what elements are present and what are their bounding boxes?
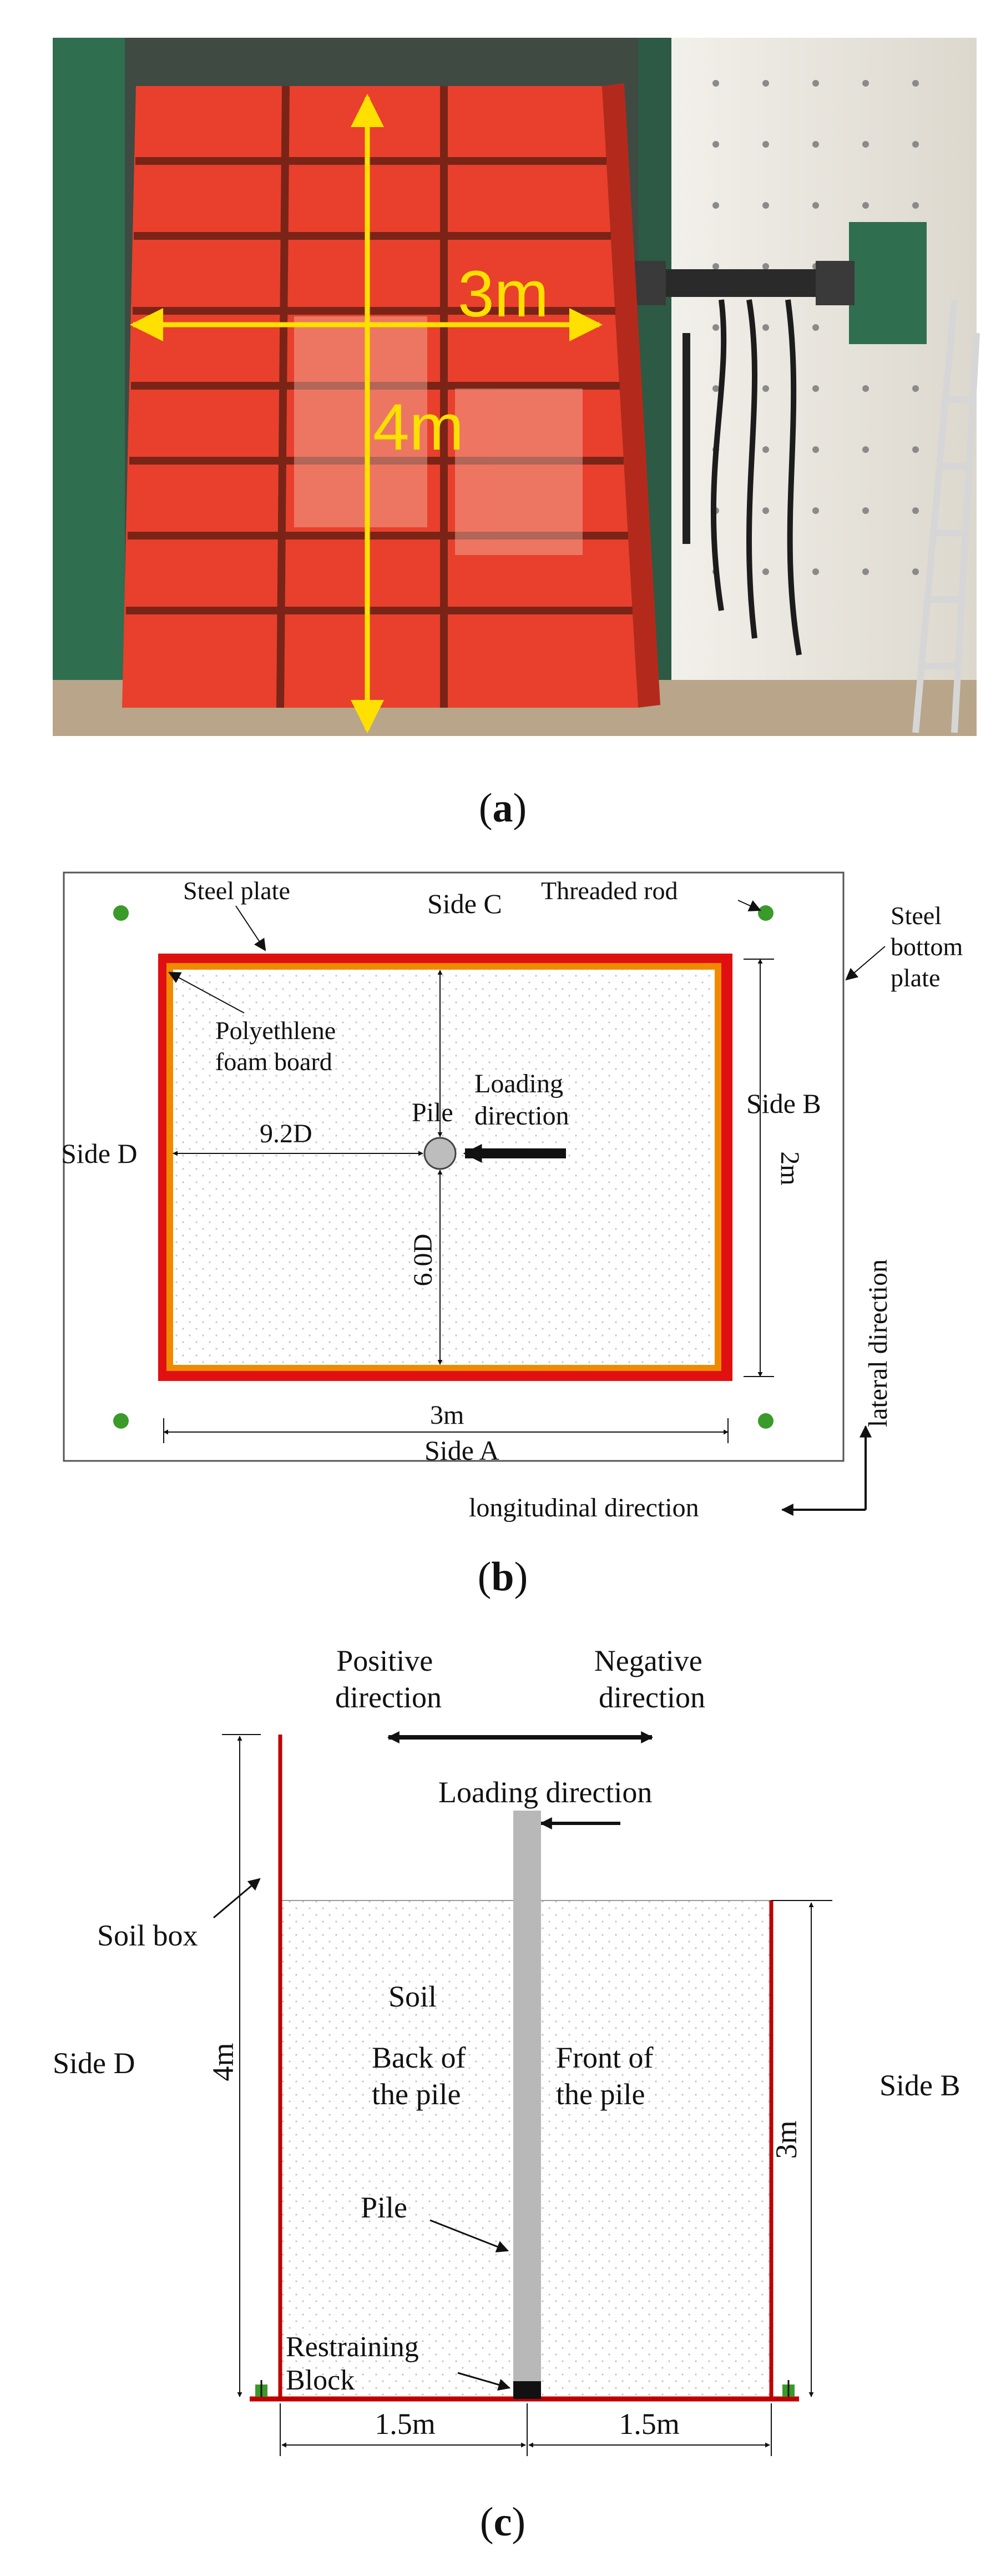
label-longitudinal-direction: longitudinal direction [469,1493,699,1523]
label-side-d-plan: Side D [61,1138,138,1169]
dim-label-3m: 3m [458,258,549,331]
label-side-a: Side A [424,1435,499,1466]
leader-steel-bottom-plate [845,946,886,981]
label-soil-box: Soil box [97,1919,198,1952]
label-lateral-direction: lateral direction [863,1259,893,1428]
label-front-of-pile: Front of the pile [556,2041,661,2111]
leader-pile-section [429,2219,509,2252]
ladder [912,299,980,733]
pile-plan [423,1137,457,1170]
dim-2m-label: 2m [775,1151,805,1185]
dim-4m-label: 4m [206,2043,240,2081]
anchor-bolt-right [782,2380,795,2397]
dim-label-4m: 4m [373,391,464,464]
label-steel-plate: Steel plate [183,876,290,905]
label-foam-board: Polyethlene foam board [215,1016,342,1076]
label-side-b-section: Side B [879,2069,960,2102]
leader-threaded-rod [737,900,762,911]
label-back-of-pile: Back of the pile [372,2041,473,2111]
label-negative-direction: Negative direction [594,1644,710,1714]
threaded-rod-tl [113,905,129,921]
label-loading-direction-section: Loading direction [438,1776,652,1809]
label-side-d-section: Side D [53,2046,135,2080]
dim-60d-label: 6.0D [408,1234,438,1287]
label-pile-section: Pile [361,2191,407,2224]
label-soil: Soil [388,1980,437,2013]
caption-a: (a) [479,785,527,831]
threaded-rod-br [758,1413,774,1429]
panel-b: Steel plate Side C Threaded rod Steel bo… [61,871,969,1600]
leader-soil-box [213,1878,261,1919]
label-threaded-rod: Threaded rod [541,876,678,905]
leader-foam-board [168,971,245,1014]
steel-frame-left [53,38,125,736]
threaded-rod-bl [113,1413,129,1429]
label-positive-direction: Positive direction [335,1644,442,1714]
pile-section [513,1811,541,2399]
label-loading-direction-plan: Loading direction [474,1069,570,1131]
dim-3m-section-label: 3m [770,2120,803,2159]
leader-restraining-block [457,2372,511,2391]
label-steel-bottom-plate: Steel bottom plate [891,901,969,992]
label-restraining-block: Restraining Block [286,2331,426,2396]
anchor-bolt-left [255,2380,267,2397]
panel-a: 3m 4m (a) [53,38,980,831]
label-side-b-plan: Side B [746,1088,821,1119]
caption-c: (c) [480,2499,525,2545]
dim-15m-label-left: 1.5m [375,2407,436,2441]
hydraulic-actuator [610,222,927,656]
panel-c: Positive direction Negative direction Lo… [53,1644,960,2545]
dim-92d-label: 9.2D [260,1119,312,1148]
label-side-c: Side C [427,888,502,919]
dim-3m-plan-label: 3m [430,1400,464,1430]
steel-bottom-plate [63,871,845,1462]
dim-15m-label-right: 1.5m [619,2407,680,2441]
label-pile-plan: Pile [412,1098,453,1127]
caption-b: (b) [478,1554,528,1600]
restraining-block [513,2381,541,2399]
threaded-rod-tr [758,905,774,921]
leader-steel-plate [235,905,266,951]
photo: 3m 4m [53,38,980,736]
reaction-wall-holes [712,80,919,575]
